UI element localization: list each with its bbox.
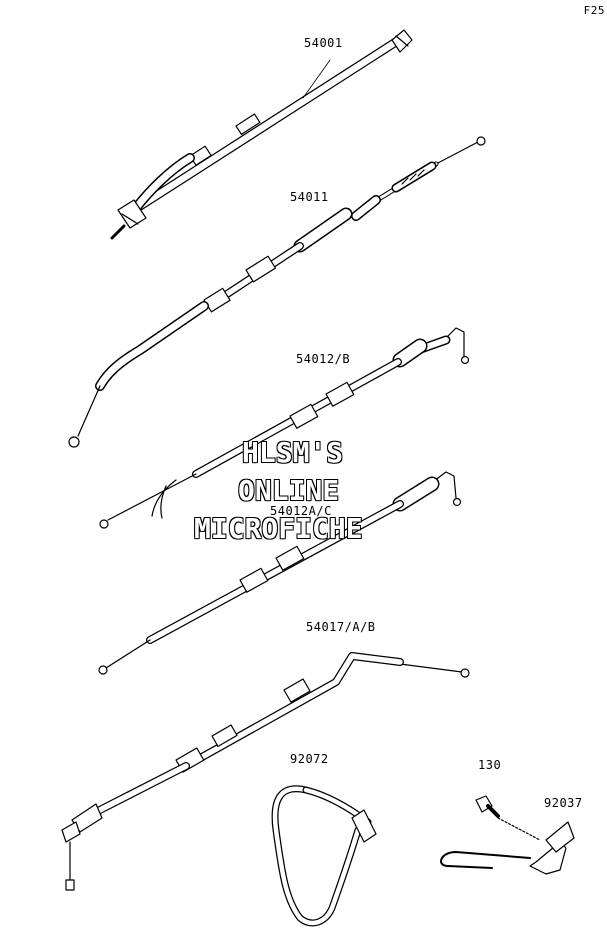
cable-54011 (68, 136, 486, 448)
part-label-92037: 92037 (544, 796, 583, 810)
cable-54012-b (99, 327, 470, 529)
bolt-130 (475, 795, 541, 841)
part-label-92072: 92072 (290, 752, 329, 766)
clamp-92037 (440, 821, 575, 875)
page-reference: F25 (583, 4, 605, 17)
watermark-line-3: MICROFICHE (194, 512, 363, 545)
part-label-54011: 54011 (290, 190, 329, 204)
part-label-54017-a-b: 54017/A/B (306, 620, 376, 634)
band-92072 (271, 785, 377, 927)
cable-54017-a-b (61, 652, 470, 891)
part-label-54012a-c: 54012A/C (270, 504, 332, 518)
speedometer-cable-54001 (110, 29, 413, 240)
watermark-line-2: ONLINE (238, 474, 340, 507)
part-label-130: 130 (478, 758, 502, 772)
part-label-54001: 54001 (304, 36, 343, 50)
cable-54012a-c (98, 471, 462, 675)
part-label-54012-b: 54012/B (296, 352, 351, 366)
watermark-line-1: HLSM'S (242, 436, 344, 469)
